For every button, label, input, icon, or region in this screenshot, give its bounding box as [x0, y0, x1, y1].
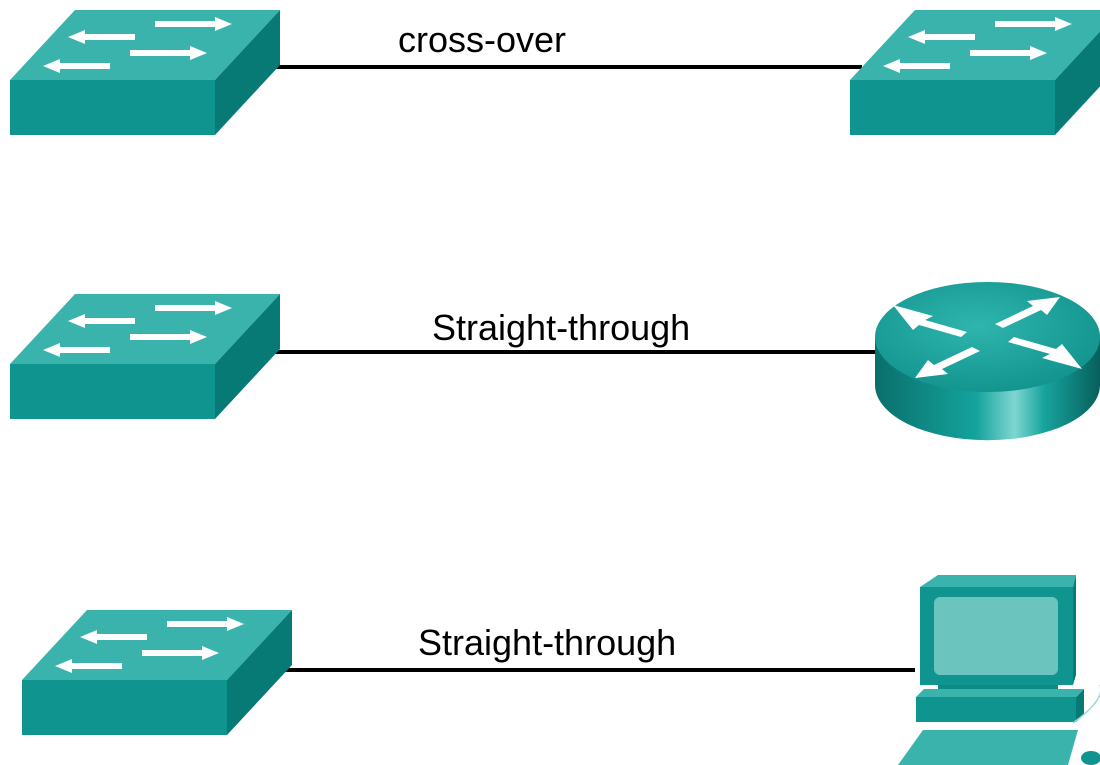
- pc-icon: [898, 575, 1100, 765]
- switch-icon: [850, 10, 1100, 135]
- cable-label-cross-over: cross-over: [398, 19, 567, 60]
- router-icon: [875, 282, 1100, 441]
- switch-icon: [22, 610, 292, 735]
- cable-label-straight-through: Straight-through: [432, 307, 691, 348]
- switch-icon: [10, 294, 280, 419]
- cable-label-straight-through: Straight-through: [418, 622, 677, 663]
- switch-icon: [10, 10, 280, 135]
